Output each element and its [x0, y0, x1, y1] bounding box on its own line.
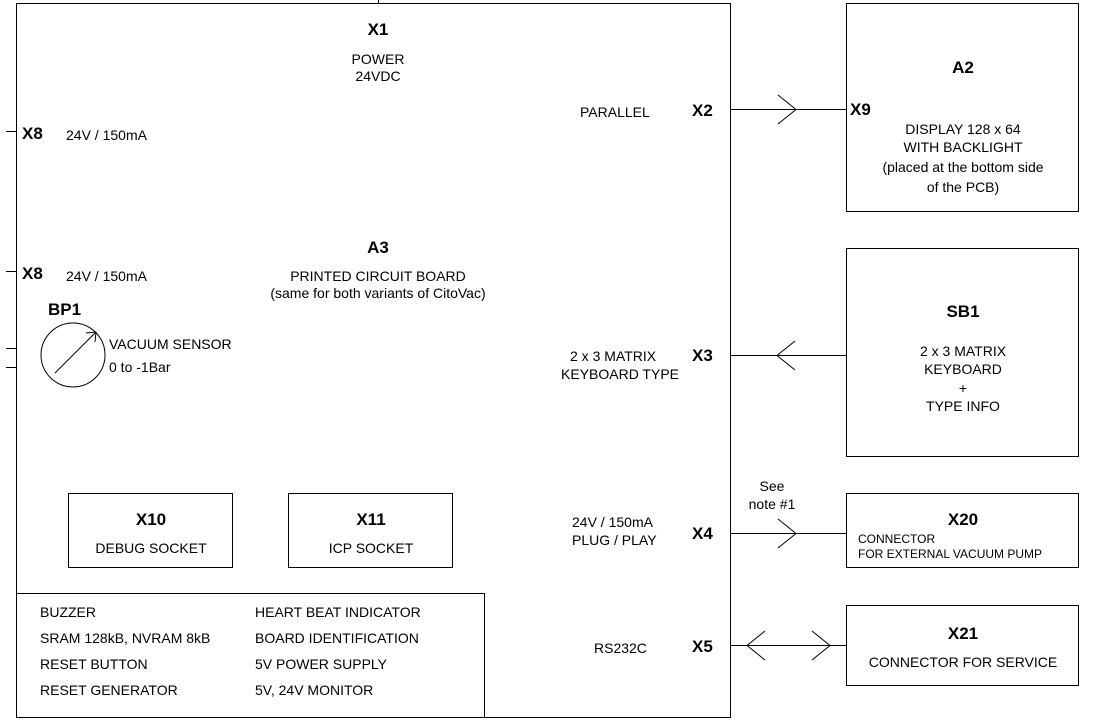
- sb1-line2: KEYBOARD: [924, 361, 1002, 377]
- x11-label: ICP SOCKET: [328, 540, 414, 556]
- x8-top-id: X8: [22, 124, 43, 143]
- a3-title: PRINTED CIRCUIT BOARD: [290, 268, 466, 284]
- x20-id: X20: [947, 510, 979, 529]
- x10-label: DEBUG SOCKET: [95, 540, 207, 556]
- power-label: POWER: [351, 51, 405, 67]
- a2-line4: of the PCB): [926, 179, 1000, 195]
- vacuum-sensor-range: 0 to -1Bar: [109, 359, 171, 375]
- x3-label-line2: KEYBOARD TYPE: [561, 366, 680, 382]
- vacuum-gauge-arrowhead: [85, 331, 97, 343]
- sb1-box: [846, 248, 1079, 457]
- x5-label: RS232C: [594, 640, 647, 656]
- x21-id: X21: [947, 624, 979, 643]
- feature-left-3: RESET BUTTON: [40, 656, 148, 672]
- sb1-line1: 2 x 3 MATRIX: [919, 343, 1007, 359]
- x20-line1: CONNECTOR: [858, 532, 936, 546]
- x5-arrowhead-right: [811, 630, 831, 661]
- vacuum-sensor-name: VACUUM SENSOR: [109, 336, 232, 352]
- x4-arrowhead: [777, 518, 797, 549]
- x3-arrowhead: [776, 340, 796, 371]
- x21-box: [846, 605, 1079, 686]
- sb1-line4: TYPE INFO: [926, 398, 1000, 414]
- sb1-id: SB1: [946, 302, 980, 321]
- feature-left-1: BUZZER: [40, 604, 96, 620]
- x10-box: [68, 493, 233, 568]
- features-box: [16, 593, 485, 718]
- see-note-line2: note #1: [748, 496, 796, 512]
- x4-label-line1: 24V / 150mA: [572, 514, 653, 530]
- a2-line1: DISPLAY 128 x 64: [905, 121, 1021, 137]
- sb1-line3: +: [958, 380, 968, 396]
- x2-label: PARALLEL: [580, 104, 650, 120]
- a3-id: A3: [367, 238, 389, 257]
- x2-arrowhead: [777, 94, 797, 125]
- a2-line2: WITH BACKLIGHT: [903, 139, 1023, 155]
- x11-id: X11: [356, 510, 386, 529]
- x2-id: X2: [692, 101, 713, 120]
- x1-label: X1: [367, 20, 389, 39]
- x10-id: X10: [135, 510, 167, 529]
- x11-box: [288, 493, 453, 568]
- x3-id: X3: [692, 346, 713, 365]
- a3-note: (same for both variants of CitoVac): [270, 285, 486, 301]
- feature-right-1: HEART BEAT INDICATOR: [255, 604, 421, 620]
- x8-bottom-id: X8: [22, 264, 43, 283]
- vacuum-gauge-needle: [54, 331, 97, 374]
- x20-box: [846, 493, 1079, 568]
- x4-label-line2: PLUG / PLAY: [572, 532, 657, 548]
- see-note-line1: See: [759, 478, 785, 494]
- a2-line3: (placed at the bottom side: [882, 159, 1044, 175]
- vacuum-gauge-circle: [40, 322, 106, 388]
- x21-label: CONNECTOR FOR SERVICE: [868, 654, 1058, 670]
- a2-connector-x9: X9: [850, 100, 871, 119]
- x20-line2: FOR EXTERNAL VACUUM PUMP: [858, 547, 1043, 561]
- a2-id: A2: [952, 58, 974, 77]
- bp1-id: BP1: [48, 300, 82, 319]
- feature-right-2: BOARD IDENTIFICATION: [255, 630, 419, 646]
- feature-right-3: 5V POWER SUPPLY: [255, 656, 388, 672]
- feature-left-2: SRAM 128kB, NVRAM 8kB: [40, 630, 211, 646]
- x4-id: X4: [692, 524, 713, 543]
- x8-bottom-label: 24V / 150mA: [66, 268, 147, 284]
- x5-arrowhead-left: [746, 630, 766, 661]
- power-voltage: 24VDC: [355, 68, 401, 84]
- x8-top-label: 24V / 150mA: [66, 127, 147, 143]
- x5-id: X5: [692, 637, 713, 656]
- feature-right-4: 5V, 24V MONITOR: [255, 682, 374, 698]
- feature-left-4: RESET GENERATOR: [40, 682, 178, 698]
- a2-box: [846, 3, 1079, 212]
- x3-label-line1: 2 x 3 MATRIX: [570, 348, 657, 364]
